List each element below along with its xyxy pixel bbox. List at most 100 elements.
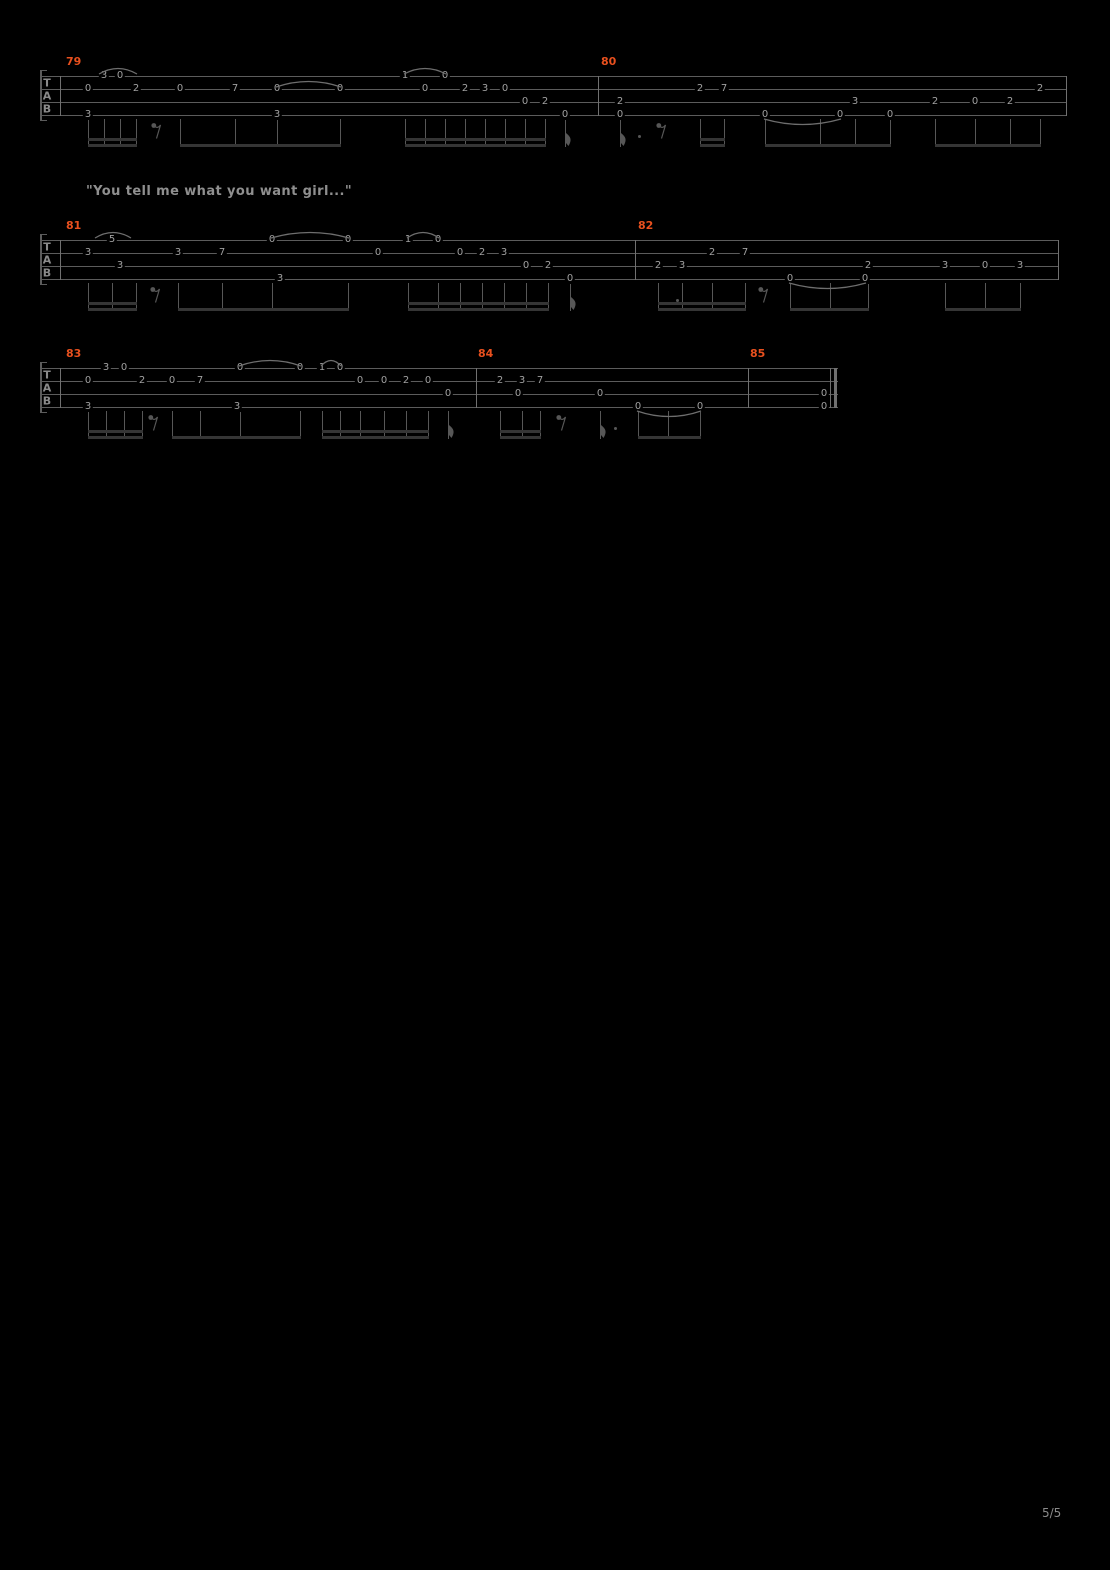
- fret-number: 0: [614, 109, 626, 120]
- final-barline-thick: [834, 368, 837, 408]
- fret-number: 0: [354, 375, 366, 386]
- staff-line: [40, 279, 1058, 280]
- slur-arc: [320, 359, 342, 367]
- fret-number: 2: [542, 260, 554, 271]
- note-stem: [460, 283, 461, 311]
- beam: [790, 308, 869, 311]
- staff-line: [40, 253, 1058, 254]
- note-stem: [545, 119, 546, 147]
- slur-arc: [406, 231, 440, 239]
- fret-number: 2: [706, 247, 718, 258]
- fret-number: 3: [1014, 260, 1026, 271]
- tab-clef-letter: T: [43, 76, 51, 89]
- tab-clef-letter: T: [43, 240, 51, 253]
- barline: [748, 368, 749, 408]
- note-stem: [405, 119, 406, 147]
- beam: [638, 436, 701, 439]
- barline: [1066, 76, 1067, 116]
- barline: [60, 368, 61, 408]
- measure-number: 84: [478, 347, 494, 360]
- note-stem: [272, 283, 273, 311]
- fret-number: 2: [400, 375, 412, 386]
- system-bracket: [40, 363, 42, 412]
- note-stem: [384, 411, 385, 439]
- fret-number: 0: [114, 70, 126, 81]
- staff-line: [40, 102, 1066, 103]
- fret-number: 0: [378, 375, 390, 386]
- fret-number: 0: [442, 388, 454, 399]
- staff-line: [40, 407, 838, 408]
- fret-number: 0: [419, 83, 431, 94]
- barline: [1058, 240, 1059, 280]
- note-stem: [820, 119, 821, 147]
- eighth-rest-icon: [148, 415, 159, 431]
- system-bracket-tick: [40, 70, 47, 71]
- note-stem: [448, 411, 449, 439]
- note-stem: [712, 283, 713, 311]
- fret-number: 0: [294, 362, 306, 373]
- tab-clef-letter: B: [42, 394, 52, 407]
- note-stem: [548, 283, 549, 311]
- fret-number: 0: [884, 109, 896, 120]
- eighth-rest-icon: [151, 123, 162, 139]
- eighth-flag-icon: [621, 133, 626, 146]
- fret-number: 0: [372, 247, 384, 258]
- fret-number: 3: [114, 260, 126, 271]
- note-stem: [668, 411, 669, 439]
- slur-arc: [98, 67, 138, 75]
- measure-number: 85: [750, 347, 766, 360]
- note-stem: [300, 411, 301, 439]
- fret-number: 2: [1004, 96, 1016, 107]
- slur-arc: [636, 410, 702, 418]
- note-stem: [790, 283, 791, 311]
- fret-number: 7: [229, 83, 241, 94]
- beam: [88, 430, 143, 433]
- fret-number: 0: [82, 83, 94, 94]
- fret-number: 0: [118, 362, 130, 373]
- note-stem: [935, 119, 936, 147]
- fret-number: 3: [939, 260, 951, 271]
- note-stem: [570, 283, 571, 311]
- note-stem: [200, 411, 201, 439]
- fret-number: 2: [130, 83, 142, 94]
- note-stem: [890, 119, 891, 147]
- note-stem: [540, 411, 541, 439]
- eighth-flag-icon: [449, 425, 454, 438]
- fret-number: 3: [676, 260, 688, 271]
- note-stem: [408, 283, 409, 311]
- tab-clef-letter: T: [43, 368, 51, 381]
- fret-number: 2: [652, 260, 664, 271]
- note-stem: [855, 119, 856, 147]
- fret-number: 2: [494, 375, 506, 386]
- note-stem: [348, 283, 349, 311]
- staff-line: [40, 394, 838, 395]
- fret-number: 0: [784, 273, 796, 284]
- slur-arc: [94, 231, 132, 239]
- note-stem: [180, 119, 181, 147]
- note-stem: [240, 411, 241, 439]
- note-stem: [504, 283, 505, 311]
- system-bracket: [40, 235, 42, 284]
- fret-number: 0: [271, 83, 283, 94]
- fret-number: 2: [136, 375, 148, 386]
- staff-line: [40, 240, 1058, 241]
- fret-number: 0: [818, 388, 830, 399]
- beam: [88, 144, 137, 147]
- fret-number: 0: [166, 375, 178, 386]
- note-stem: [465, 119, 466, 147]
- note-stem: [340, 119, 341, 147]
- measure-number: 82: [638, 219, 654, 232]
- beam: [945, 308, 1021, 311]
- barline: [598, 76, 599, 116]
- note-stem: [620, 119, 621, 147]
- beam: [88, 138, 137, 141]
- beam: [500, 436, 541, 439]
- note-stem: [1040, 119, 1041, 147]
- beam: [180, 144, 341, 147]
- barline: [476, 368, 477, 408]
- tab-clef-letter: A: [42, 253, 52, 266]
- note-stem: [88, 119, 89, 147]
- note-stem: [1010, 119, 1011, 147]
- beam: [405, 138, 546, 141]
- fret-number: 0: [334, 362, 346, 373]
